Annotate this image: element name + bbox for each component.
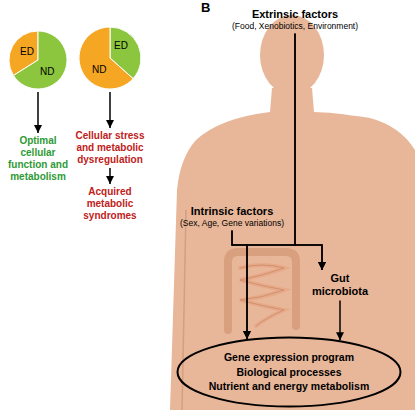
arrow-connector — [109, 168, 111, 184]
node-text: Gut microbiota — [302, 272, 378, 298]
arrow-connector — [339, 300, 341, 340]
outcome-item: Biological processes — [236, 365, 341, 380]
pie-label: ED — [114, 40, 128, 51]
factor-heading: Extrinsic factors(Food, Xenobiotics, Env… — [215, 8, 375, 31]
arm-line — [182, 210, 186, 410]
pie-chart: ED ND — [78, 26, 142, 90]
arrow-connector — [232, 230, 322, 270]
outcome-text: Acquired metabolic syndromes — [68, 186, 152, 222]
node-text: Optimal cellular function and metabolism — [3, 135, 73, 183]
node-text: Acquired metabolic syndromes — [68, 186, 152, 222]
outcome-text: Optimal cellular function and metabolism — [3, 135, 73, 183]
arrow-connector — [247, 33, 295, 339]
node-text: Intrinsic factors — [168, 205, 296, 218]
node-subtext: (Food, Xenobiotics, Environment) — [215, 21, 375, 31]
torso — [170, 88, 415, 410]
pie-label: ND — [92, 64, 106, 75]
panel-letter: B — [201, 0, 210, 15]
arrow-connector — [295, 33, 322, 270]
node-subtext: (Sex, Age, Gene variations) — [168, 218, 296, 228]
arrow-connector — [109, 92, 111, 128]
pie-slice — [79, 27, 133, 89]
pie-chart: ED ND — [8, 30, 68, 90]
arrow-connector — [37, 92, 39, 133]
outcome-item: Nutrient and energy metabolism — [209, 379, 369, 394]
pie-label: ND — [40, 66, 54, 77]
outcome-text: Cellular stress and metabolic dysregulat… — [68, 130, 152, 166]
pie-shape — [78, 26, 142, 90]
microbiota-label: Gut microbiota — [302, 272, 378, 298]
pie-shape — [8, 30, 68, 90]
pie-slice — [13, 31, 67, 89]
pie-label: ED — [20, 46, 34, 57]
node-text: Cellular stress and metabolic dysregulat… — [68, 130, 152, 166]
factor-heading: Intrinsic factors(Sex, Age, Gene variati… — [168, 205, 296, 228]
node-text: Extrinsic factors — [215, 8, 375, 21]
arrow-connector — [232, 230, 247, 339]
ellipse-outline — [178, 338, 401, 407]
outcome-ellipse: Gene expression programBiological proces… — [176, 336, 402, 408]
outcome-item: Gene expression program — [224, 350, 354, 365]
large-intestine — [228, 252, 296, 330]
